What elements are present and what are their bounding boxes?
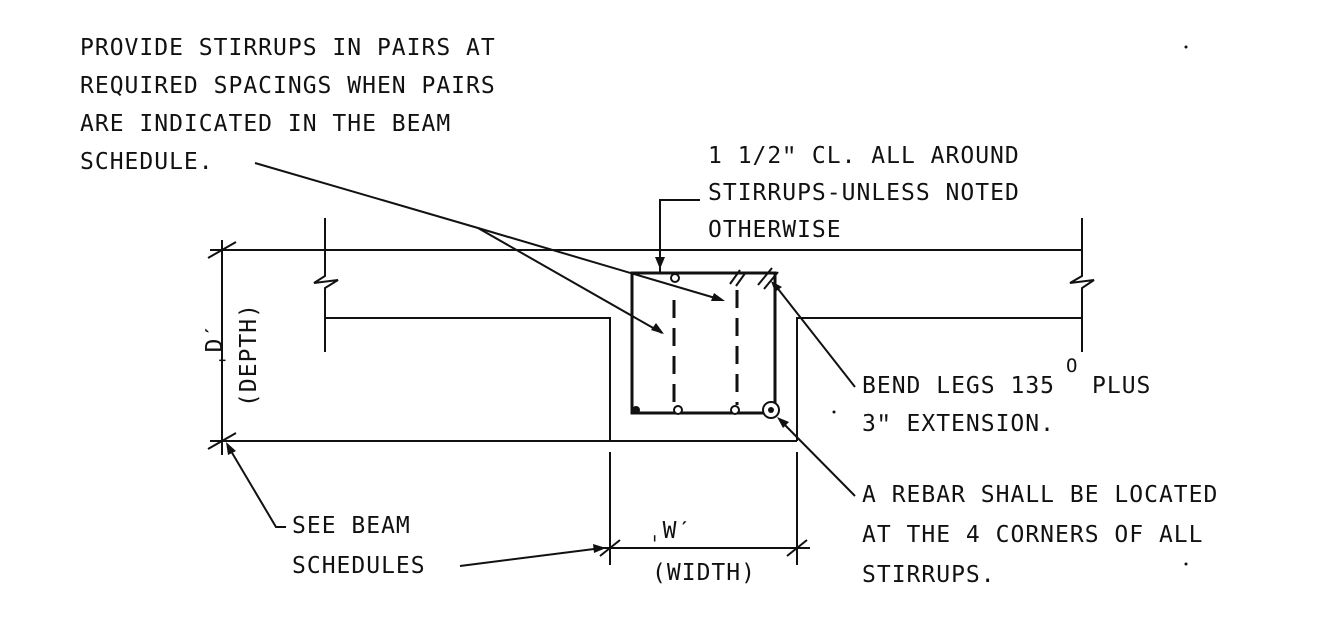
arrowhead-pairs-a — [711, 293, 725, 301]
hook-mark-4 — [763, 271, 779, 290]
arrowhead-bend-legs — [771, 281, 782, 292]
beam-outline — [210, 218, 1095, 442]
leader-see-beam-width — [459, 547, 603, 567]
leader-clearance — [659, 199, 700, 265]
slab-bottom-left — [325, 317, 611, 441]
clearance-line-3: OTHERWISE — [708, 217, 842, 243]
leader-stirrup-pairs-b — [477, 227, 663, 334]
right-break-line — [1069, 218, 1095, 352]
rebar-corners-note: A REBAR SHALL BE LOCATED AT THE 4 CORNER… — [862, 482, 1218, 588]
rebar-corner-inner — [768, 407, 774, 413]
stirrup-pairs-note: PROVIDE STIRRUPS IN PAIRS AT REQUIRED SP… — [80, 35, 496, 175]
leader-rebar-corners — [779, 419, 856, 497]
stirrup-pairs-line-4: SCHEDULE. — [80, 149, 214, 175]
stirrup-pairs-line-3: ARE INDICATED IN THE BEAM — [80, 111, 451, 137]
hook-mark-3 — [757, 267, 773, 286]
stirrup-pairs-line-2: REQUIRED SPACINGS WHEN PAIRS — [80, 73, 496, 99]
see-beam-line-2: SCHEDULES — [292, 553, 426, 579]
rebar-top-mid — [670, 273, 680, 283]
slab-bottom-right — [796, 317, 1082, 441]
rebar-corners-line-1: A REBAR SHALL BE LOCATED — [862, 482, 1218, 508]
left-break-line — [313, 218, 339, 352]
arrowhead-see-beam-depth — [226, 442, 236, 455]
rebar-corners-line-2: AT THE 4 CORNERS OF ALL — [862, 522, 1204, 548]
depth-symbol: ˌDˊ — [202, 323, 228, 368]
hook-mark-1 — [729, 269, 741, 285]
width-tick-left — [599, 539, 621, 557]
arrowhead-pairs-b — [651, 323, 664, 334]
arrowhead-see-beam-width — [593, 544, 606, 553]
width-dimension — [598, 452, 810, 565]
leader-bend-legs — [774, 284, 856, 388]
rebar-bottom-mid-left — [673, 405, 683, 415]
hook-mark-2 — [735, 271, 747, 287]
width-symbol: ˌWˊ — [648, 518, 693, 544]
degree-symbol: O — [1066, 355, 1078, 377]
bend-legs-line-1: BEND LEGS 135 — [862, 373, 1055, 399]
see-beam-line-1: SEE BEAM — [292, 513, 411, 539]
clearance-line-2: STIRRUPS-UNLESS NOTED — [708, 180, 1020, 206]
stirrup-cage — [630, 267, 780, 419]
stirrup-outline — [630, 271, 777, 415]
depth-dimension — [207, 240, 237, 455]
clearance-line-1: 1 1/2ʺ CL. ALL AROUND — [708, 143, 1020, 169]
width-label: (WIDTH) — [652, 560, 756, 586]
bend-legs-line-2: 3ʺ EXTENSION. — [862, 411, 1055, 437]
depth-label: (DEPTH) — [236, 303, 262, 407]
rebar-corners-line-3: STIRRUPS. — [862, 562, 996, 588]
depth-tick-bottom — [207, 432, 237, 450]
depth-tick-top — [207, 241, 237, 259]
bend-legs-note: BEND LEGS 135 O PLUS 3ʺ EXTENSION. — [862, 355, 1151, 437]
width-tick-right — [786, 539, 808, 557]
scan-speck — [1184, 45, 1188, 49]
scan-speck — [1184, 562, 1188, 566]
see-beam-note: SEE BEAM SCHEDULES — [292, 513, 426, 579]
leader-lines — [226, 162, 856, 567]
arrowhead-rebar-corners — [777, 417, 789, 428]
rebar-bottom-left — [632, 406, 640, 414]
clearance-note: 1 1/2ʺ CL. ALL AROUND STIRRUPS-UNLESS NO… — [708, 143, 1020, 243]
rebar-bottom-mid-right — [730, 405, 740, 415]
leader-see-beam-depth — [227, 445, 286, 528]
scan-speck — [832, 410, 836, 414]
stirrup-pairs-line-1: PROVIDE STIRRUPS IN PAIRS AT — [80, 35, 496, 61]
bend-legs-plus: PLUS — [1092, 373, 1151, 399]
